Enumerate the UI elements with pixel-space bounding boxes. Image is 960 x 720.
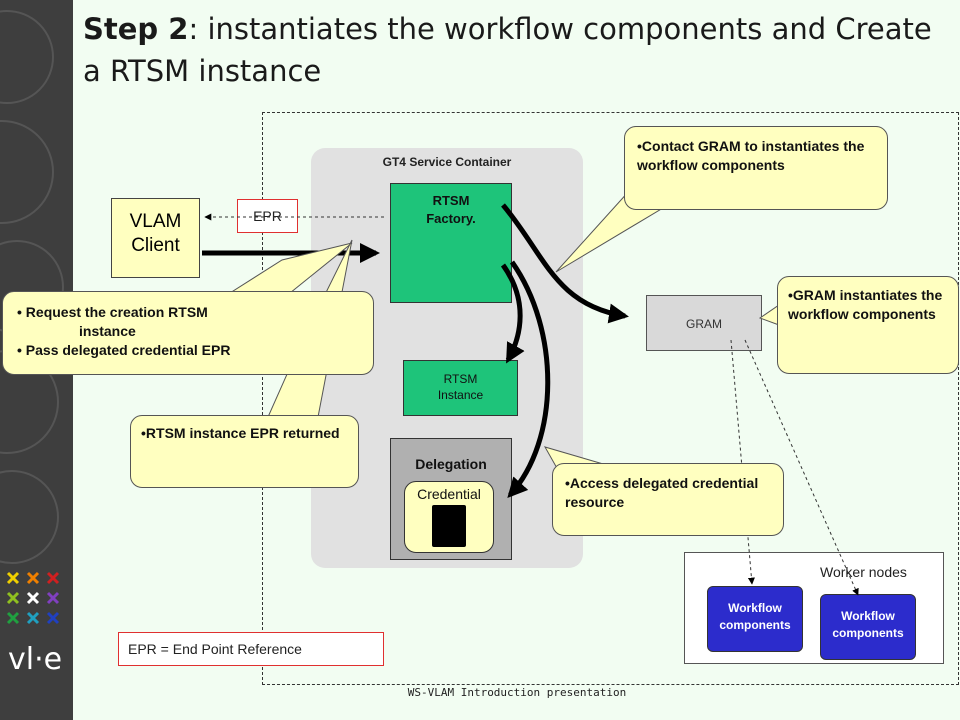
epr-legend: EPR = End Point Reference — [118, 632, 384, 666]
vle-logo-icon — [6, 571, 60, 625]
rtsm-instance-line2: Instance — [437, 388, 484, 402]
callout-request-item1: • Request the creation RTSM — [17, 304, 208, 320]
rtsm-factory-line2: Factory. — [426, 211, 476, 226]
callout-rtsm-epr: •RTSM instance EPR returned — [130, 415, 359, 488]
system-boundary — [262, 112, 959, 685]
epr-box: EPR — [237, 199, 298, 233]
footer-text: WS-VLAM Introduction presentation — [407, 686, 627, 699]
workflow-component-1-line1: Workflow — [728, 601, 782, 615]
rtsm-factory: RTSM Factory. — [390, 183, 512, 303]
page-title: Step 2: instantiates the workflow compon… — [83, 8, 943, 92]
delegation-label: Delegation — [415, 456, 487, 472]
workflow-component-2-line1: Workflow — [841, 609, 895, 623]
workflow-component-2-line2: components — [832, 626, 904, 640]
title-step: Step 2 — [83, 12, 189, 46]
vlam-client-line1: VLAM — [129, 211, 182, 232]
title-text: : instantiates the workflow components a… — [83, 12, 932, 88]
workflow-component-1: Workflow components — [707, 586, 803, 652]
worker-nodes-label: Worker nodes — [820, 564, 907, 580]
gram-box: GRAM — [646, 295, 762, 351]
callout-contact-gram: •Contact GRAM to instantiates the workfl… — [624, 126, 888, 210]
workflow-component-1-line2: components — [719, 618, 791, 632]
callout-request-item1-cont: instance — [79, 323, 136, 339]
callout-access-credential: •Access delegated credential resource — [552, 463, 784, 536]
workflow-component-2: Workflow components — [820, 594, 916, 660]
rtsm-instance: RTSM Instance — [403, 360, 518, 416]
rtsm-instance-line1: RTSM — [443, 372, 478, 386]
credential-label: Credential — [417, 486, 481, 502]
vlam-client: VLAM Client — [111, 198, 200, 278]
vle-logo-text: vl·e — [8, 642, 63, 677]
credential-document-icon — [432, 505, 466, 547]
callout-request: • Request the creation RTSM instance • P… — [2, 291, 374, 375]
vlam-client-line2: Client — [131, 235, 180, 256]
gt4-container-label: GT4 Service Container — [382, 155, 512, 169]
callout-request-item2: • Pass delegated credential EPR — [17, 342, 231, 358]
callout-gram-instantiates: •GRAM instantiates the workflow componen… — [777, 276, 959, 374]
rtsm-factory-line1: RTSM — [432, 193, 470, 208]
